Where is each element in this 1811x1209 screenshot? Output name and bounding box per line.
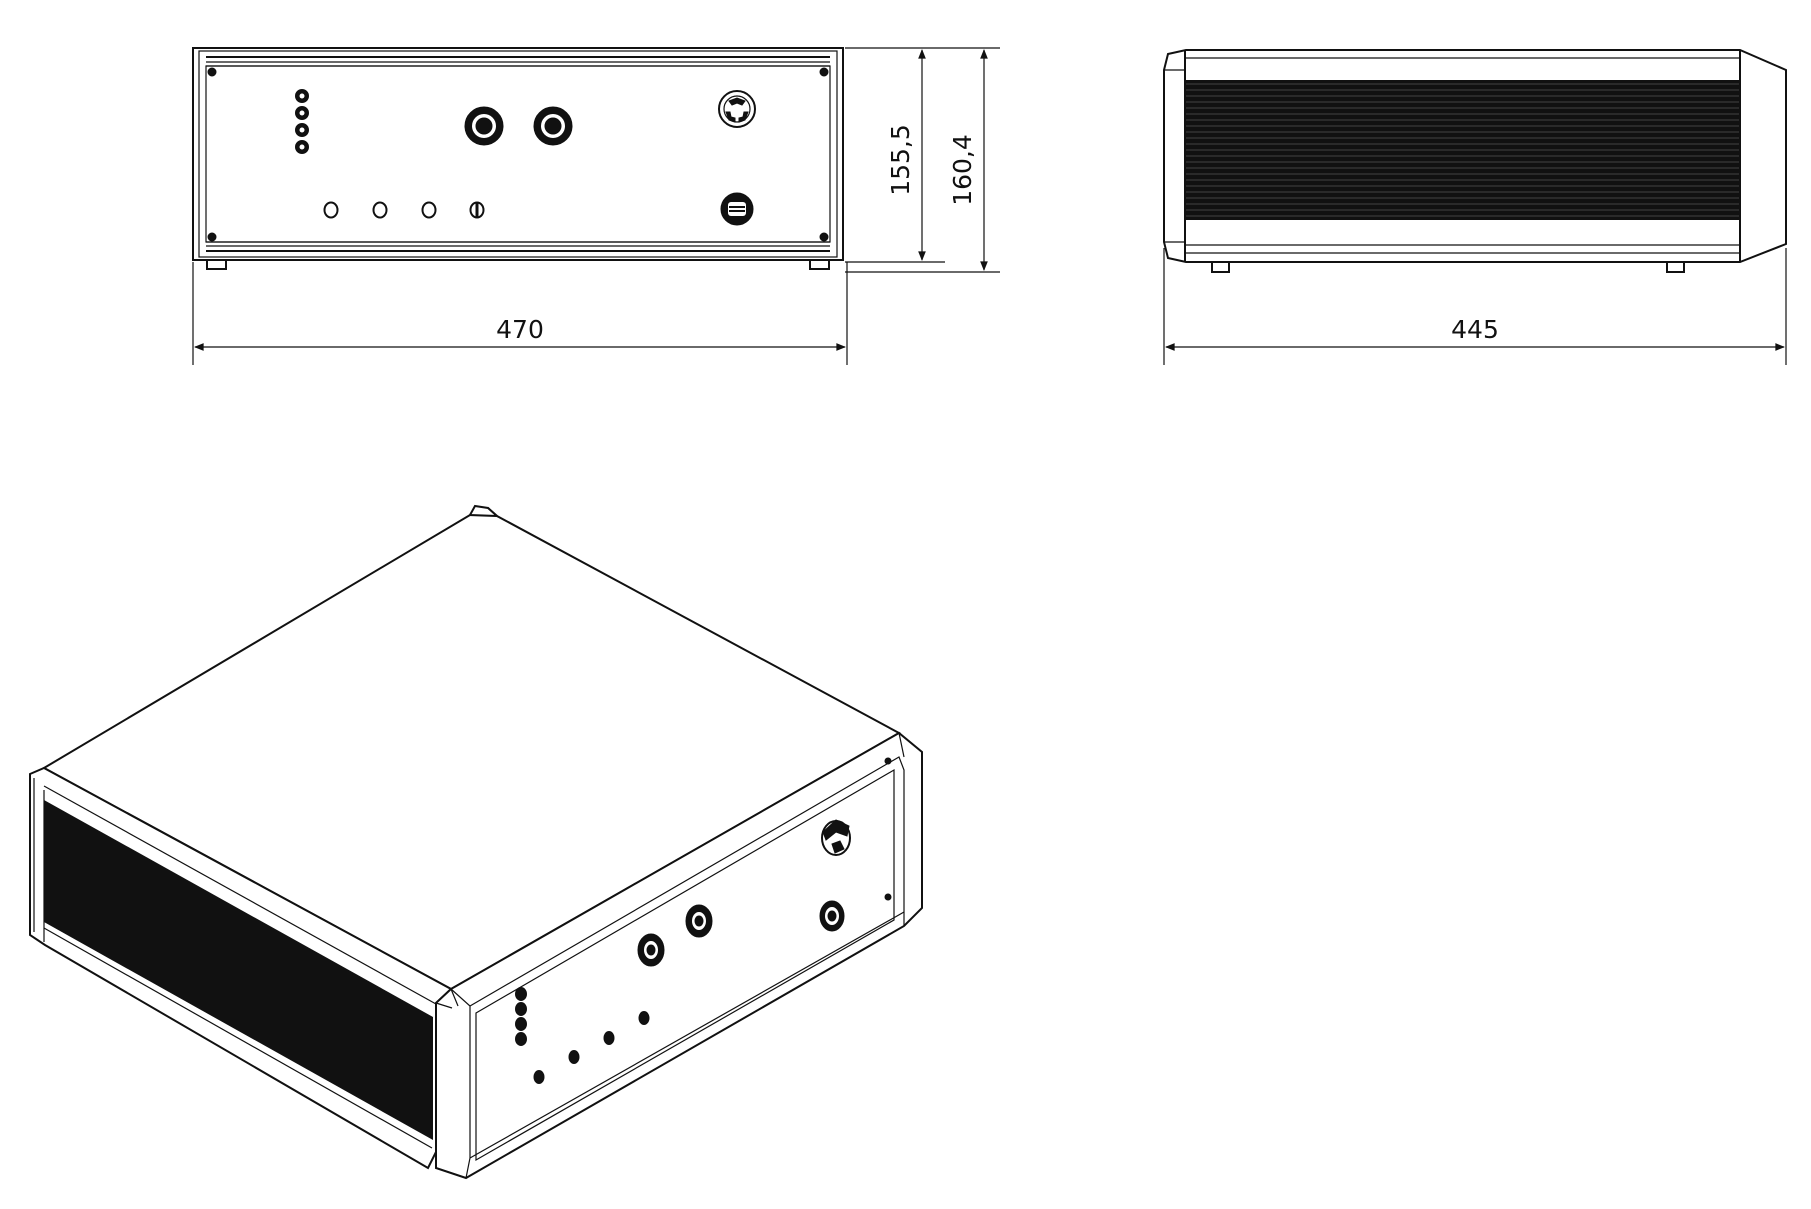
front-connector-left	[464, 106, 504, 146]
iso-side-fins	[44, 800, 433, 1140]
iso-power-socket	[821, 819, 851, 856]
screw-icon	[884, 893, 892, 901]
side-fin-lines	[1186, 83, 1739, 217]
front-panel	[205, 65, 831, 243]
inner-height-dimension-label: 155,5	[886, 124, 915, 196]
isometric-view	[29, 504, 923, 1180]
front-led-column	[295, 89, 309, 154]
screw-icon	[819, 232, 829, 242]
depth-dimension-label: 445	[1451, 315, 1499, 344]
front-foot	[206, 259, 227, 270]
front-power-socket	[718, 90, 756, 128]
dimension-heights	[845, 47, 1000, 273]
iso-connector-right	[685, 904, 713, 938]
front-outer-frame	[192, 47, 844, 261]
front-connector-right	[533, 106, 573, 146]
iso-connector-left	[637, 933, 665, 967]
screw-icon	[819, 67, 829, 77]
height-dimension-label: 160,4	[948, 134, 977, 206]
side-foot	[1666, 261, 1685, 273]
screw-icon	[884, 757, 892, 765]
iso-led-column	[515, 987, 527, 1046]
front-inner-frame	[198, 50, 838, 258]
screw-icon	[207, 67, 217, 77]
dimension-width	[192, 262, 848, 365]
front-indicator-row	[323, 201, 485, 219]
front-foot	[809, 259, 830, 270]
screw-icon	[207, 232, 217, 242]
front-switch	[720, 192, 754, 226]
dimension-depth	[1163, 248, 1787, 365]
width-dimension-label: 470	[496, 315, 544, 344]
side-view: 445	[1163, 49, 1787, 365]
front-view: 470 155,5 160,4	[192, 47, 1000, 365]
iso-indicator-row	[533, 1011, 650, 1084]
side-outline	[1163, 49, 1787, 263]
side-foot	[1211, 261, 1230, 273]
iso-switch	[819, 900, 845, 932]
